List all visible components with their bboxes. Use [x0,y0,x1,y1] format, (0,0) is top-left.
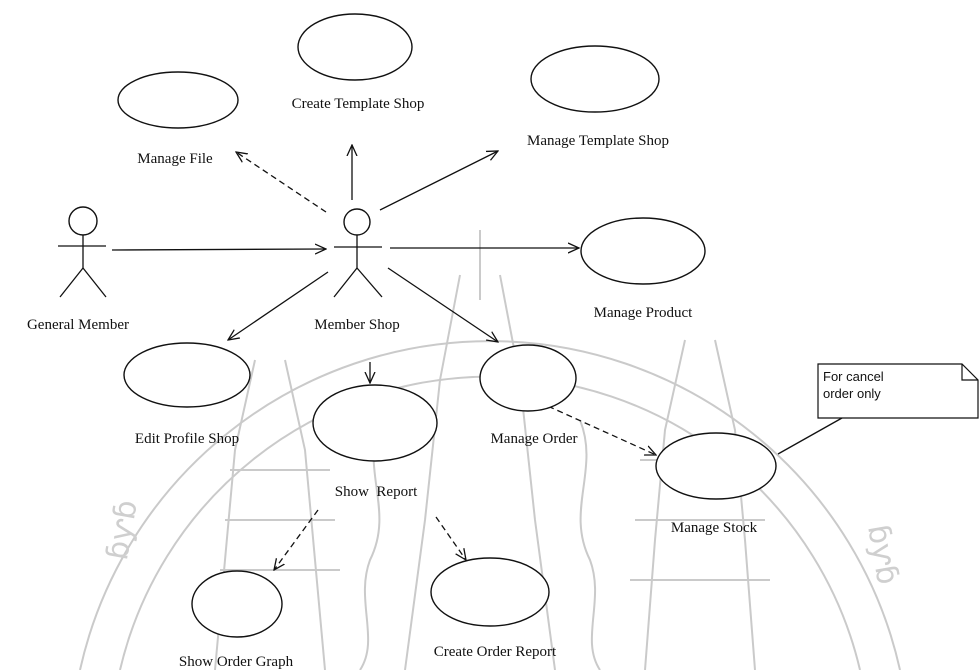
use-case-label: Edit Profile Shop [135,431,239,447]
actor-member-shop: Member Shop [314,208,400,333]
link-member-shop-to-manage-file [236,152,327,213]
use-case-label: Show Order Graph [179,654,294,670]
use-case-label: Manage File [137,151,213,167]
link-show-report-to-create-order-report [435,516,466,560]
use-case-label: Manage Order [490,431,577,447]
use-case-create-template-shop: Create Template Shop [292,13,425,112]
actor-head [68,206,98,236]
use-case-ellipse [530,45,660,113]
use-case-ellipse [117,71,239,129]
note-fold-corner [961,364,978,381]
use-case-ellipse [123,342,251,408]
note-shape [817,363,979,419]
actor-label-member-shop: Member Shop [314,317,399,333]
use-case-ellipse [312,384,438,462]
link-member-shop-to-manage-template-shop [379,151,498,211]
link-member-shop-to-edit-profile-shop [228,271,329,340]
actor-general-member: General Member [27,206,129,333]
relationships [111,145,843,570]
use-case-label: Manage Template Shop [527,133,669,149]
use-case-ellipse [191,570,283,638]
use-case-label: Manage Stock [671,520,758,536]
use-case-show-report: Show Report [312,384,438,500]
use-case-manage-order: Manage Order [479,344,578,447]
use-case-label: Create Order Report [434,644,557,660]
use-case-manage-template-shop: Manage Template Shop [527,45,669,149]
actor-head [343,208,371,236]
use-case-create-order-report: Create Order Report [430,557,557,660]
note-anchor-line [777,417,843,455]
use-case-ellipse [430,557,550,627]
use-case-label: Manage Product [594,305,694,321]
link-member-shop-to-manage-order [387,267,498,342]
watermark-text-left: ɓƴɓ [100,497,145,562]
use-case-ellipse [580,217,706,285]
use-case-manage-product: Manage Product [580,217,706,321]
note-for-cancel-order: For cancel order only [817,363,979,419]
use-case-ellipse [655,432,777,500]
use-case-manage-stock: Manage Stock [655,432,777,536]
use-case-edit-profile-shop: Edit Profile Shop [123,342,251,447]
use-case-ellipse [479,344,577,412]
actor-label-general-member: General Member [27,317,129,333]
association-general-member-to-member-shop [111,249,326,250]
use-case-manage-file: Manage File [117,71,239,167]
use-case-ellipse [297,13,413,81]
use-case-show-order-graph: Show Order Graph [179,570,294,670]
use-case-label: Create Template Shop [292,96,425,112]
use-case-label: Show Report [335,484,418,500]
note-line-1: For cancel [823,369,884,384]
note-line-2: order only [823,386,881,401]
link-show-report-to-show-order-graph [274,509,319,570]
